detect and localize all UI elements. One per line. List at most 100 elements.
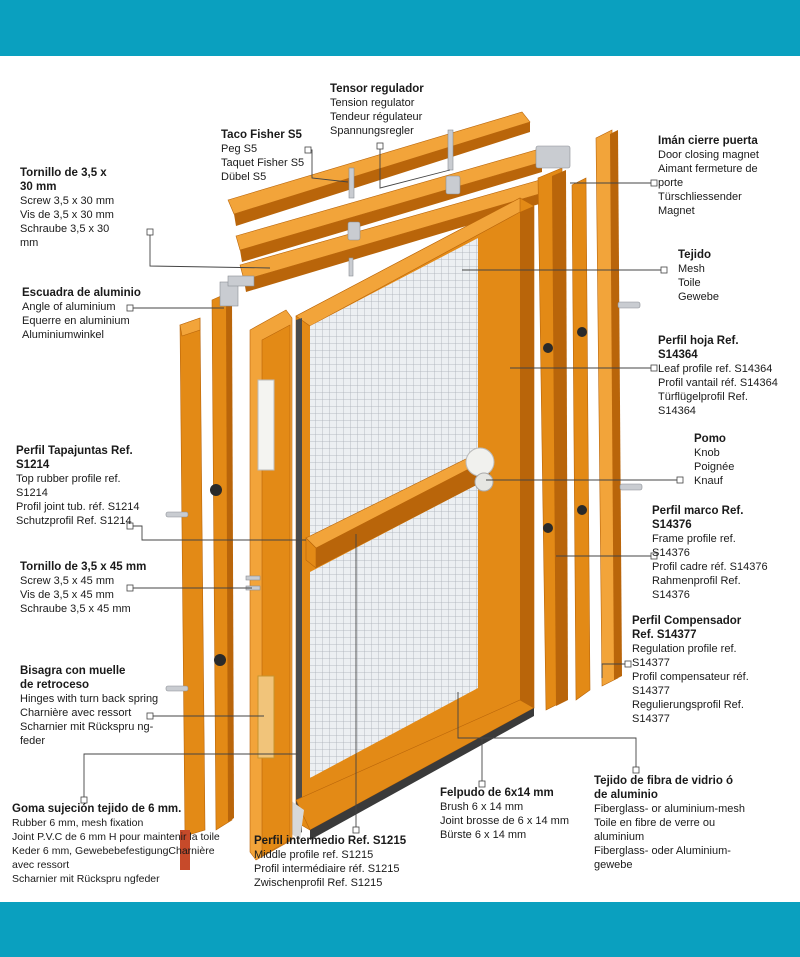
label-fibra-line: Fiberglass- or aluminium-mesh: [594, 803, 745, 815]
leader-markers: [80, 142, 684, 834]
leader-tapajuntas: [130, 525, 306, 541]
label-tornillo45-title: Tornillo de 3,5 x 45 mm: [20, 561, 147, 573]
label-tornillo45: Tornillo de 3,5 x 45 mm Screw 3,5 x 45 m…: [20, 560, 146, 616]
label-bisagra-line: feder: [20, 735, 46, 747]
label-pomo-line: Poignée: [694, 461, 735, 473]
label-fibra-line: Toile en fibre de verre ou: [594, 817, 716, 829]
label-pomo-line: Knauf: [694, 475, 723, 487]
label-tensor-line: Tension regulator: [330, 97, 415, 109]
marker-iman: [650, 179, 658, 187]
label-tensor-line: Spannungsregler: [330, 125, 414, 137]
label-tejido-line: Gewebe: [678, 291, 719, 303]
label-tejido-line: Toile: [678, 277, 701, 289]
top-color-band: [0, 0, 800, 56]
label-escuadra-title: Escuadra de aluminio: [22, 287, 141, 299]
label-bisagra: Bisagra con muelle de retroceso Hinges w…: [20, 664, 158, 748]
label-compensador-line: Profil compensateur réf.: [632, 671, 749, 683]
leaf-profile-left: [211, 291, 234, 831]
bottom-color-band: [0, 902, 800, 957]
label-iman-title: Imán cierre puerta: [658, 135, 758, 147]
marker-felpudo: [478, 780, 486, 788]
label-tornillo30-line: Vis de 3,5 x 30 mm: [20, 209, 114, 221]
label-felpudo: Felpudo de 6x14 mm Brush 6 x 14 mm Joint…: [440, 786, 569, 842]
marker-tejido: [660, 266, 668, 274]
label-pomo: Pomo Knob Poignée Knauf: [694, 432, 734, 488]
leader-compensador: [601, 663, 628, 678]
label-taco-line: Peg S5: [221, 143, 258, 155]
label-escuadra: Escuadra de aluminio Angle of aluminium …: [22, 286, 141, 342]
label-compensador-line: Regulierungsprofil Ref.: [632, 699, 744, 711]
tensor-bar-top: [227, 111, 531, 226]
frame-profile-left: [179, 317, 206, 837]
marker-marco: [650, 552, 658, 560]
label-marco-line: Profil cadre réf. S14376: [652, 561, 768, 573]
tensor-regulator-hardware: [347, 129, 461, 277]
label-fibra-line: Fiberglass- oder Aluminium-: [594, 845, 731, 857]
label-tapajuntas-line: Top rubber profile ref.: [16, 473, 121, 485]
label-compensador-line: S14377: [632, 713, 670, 725]
leader-tornillo30: [149, 232, 271, 269]
door-closing-magnet: [535, 145, 571, 169]
label-fibra-line: aluminium: [594, 831, 645, 843]
label-tornillo45-line: Schraube 3,5 x 45 mm: [20, 603, 131, 615]
marker-tensor: [376, 142, 384, 150]
label-marco-line: Rahmenprofil Ref.: [652, 575, 741, 587]
label-hoja-line: Türflügelprofil Ref.: [658, 391, 748, 403]
label-escuadra-line: Equerre en aluminium: [22, 315, 130, 327]
marker-hoja: [650, 364, 658, 372]
label-tapajuntas-line: Schutzprofil Ref. S1214: [16, 515, 132, 527]
label-fibra: Tejido de fibra de vidrio ó de aluminio …: [594, 774, 745, 872]
leaf-profile-right: [537, 167, 568, 711]
leader-goma: [83, 753, 298, 800]
label-intermedio-line: Middle profile ref. S1215: [254, 849, 374, 861]
marker-fibra: [632, 766, 640, 774]
label-intermedio-line: Profil intermédiaire réf. S1215: [254, 863, 400, 875]
label-goma-line: Keder 6 mm, GewebebefestigungCharnière: [12, 845, 215, 857]
label-compensador-line: S14377: [632, 685, 670, 697]
hinge-lower: [214, 654, 275, 759]
label-goma-line: avec ressort: [12, 859, 70, 871]
label-tornillo30-line: Screw 3,5 x 30 mm: [20, 195, 115, 207]
red-rubber-strip: [180, 830, 190, 870]
label-hoja-title: Perfil hoja Ref. S14364: [658, 335, 739, 361]
label-tensor-line: Tendeur régulateur: [330, 111, 423, 123]
label-taco: Taco Fisher S5 Peg S5 Taquet Fisher S5 D…: [221, 128, 304, 184]
label-marco-line: S14376: [652, 547, 690, 559]
label-tornillo45-line: Screw 3,5 x 45 mm: [20, 575, 115, 587]
leader-tensor: [379, 146, 451, 189]
marker-pomo: [676, 476, 684, 484]
label-bisagra-title: Bisagra con muelle de retroceso: [20, 665, 126, 691]
label-iman-line: Aimant fermeture de: [658, 163, 758, 175]
label-felpudo-title: Felpudo de 6x14 mm: [440, 787, 554, 799]
label-goma: Goma sujeción tejido de 6 mm. Rubber 6 m…: [12, 802, 220, 886]
label-intermedio-line: Zwischenprofil Ref. S1215: [254, 877, 383, 889]
marker-compensador: [624, 660, 632, 668]
label-iman-line: porte: [658, 177, 684, 189]
label-goma-line: Scharnier mit Rückspru ngfeder: [12, 873, 160, 885]
marker-intermedio: [352, 826, 360, 834]
label-bisagra-line: Scharnier mit Rückspru ng-: [20, 721, 154, 733]
label-iman-line: Türschliessender: [658, 191, 742, 203]
label-iman-line: Door closing magnet: [658, 149, 759, 161]
door-knob: [465, 447, 495, 492]
mesh-lower: [310, 484, 478, 778]
label-marco: Perfil marco Ref. S14376 Frame profile r…: [652, 504, 768, 602]
label-goma-title: Goma sujeción tejido de 6 mm.: [12, 803, 182, 815]
mesh-upper: [310, 238, 478, 548]
label-escuadra-line: Aluminiumwinkel: [22, 329, 104, 341]
label-fibra-line: gewebe: [594, 859, 633, 871]
label-iman: Imán cierre puerta Door closing magnet A…: [658, 134, 759, 218]
label-tornillo30-title: Tornillo de 3,5 x 30 mm: [20, 167, 107, 193]
label-tejido-line: Mesh: [678, 263, 705, 275]
label-tapajuntas-line: Profil joint tub. réf. S1214: [16, 501, 140, 513]
marker-tornillo30: [146, 228, 154, 236]
middle-profile-bar: [305, 451, 491, 569]
label-fibra-title: Tejido de fibra de vidrio ó de aluminio: [594, 775, 734, 801]
label-felpudo-line: Brush 6 x 14 mm: [440, 801, 524, 813]
label-hoja-line: Leaf profile ref. S14364: [658, 363, 773, 375]
label-tornillo30: Tornillo de 3,5 x 30 mm Screw 3,5 x 30 m…: [20, 166, 150, 250]
label-tejido: Tejido Mesh Toile Gewebe: [678, 248, 719, 304]
marker-bisagra: [146, 712, 154, 720]
label-felpudo-line: Bürste 6 x 14 mm: [440, 829, 527, 841]
